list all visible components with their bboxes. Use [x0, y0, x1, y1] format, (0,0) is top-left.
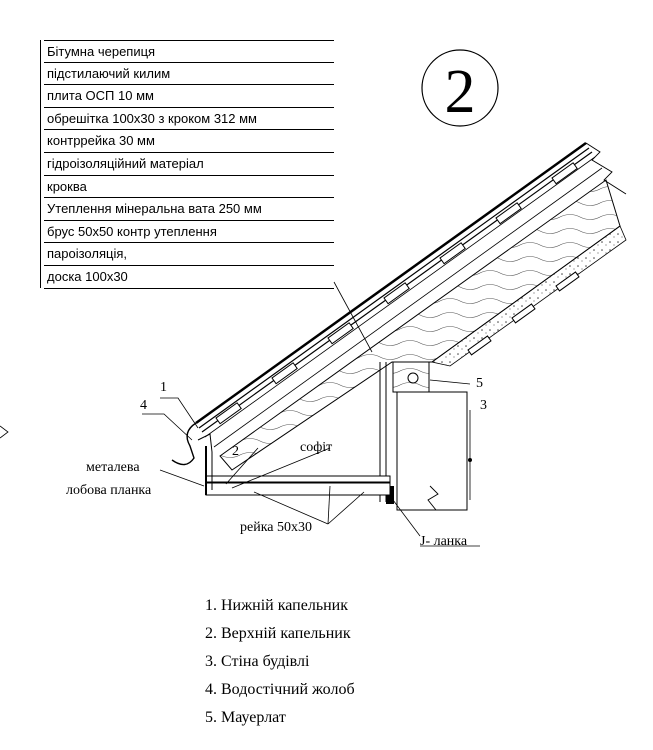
layer-row: брус 50х50 контр утеплення: [44, 221, 334, 244]
legend-item: 3. Стіна будівлі: [205, 653, 310, 670]
layers-table: Бітумна черепиця підстилаючий килим плит…: [44, 40, 334, 289]
layer-row: плита ОСП 10 мм: [44, 85, 334, 108]
callout-1: 1: [160, 380, 167, 395]
legend-item: 1. Нижній капельник: [205, 597, 349, 614]
callout-5: 5: [476, 376, 483, 391]
insulation-band: [431, 225, 627, 367]
roof-assembly: [195, 141, 627, 471]
shingle-layer: [195, 141, 587, 425]
soffit-assembly: [205, 446, 391, 496]
batten-bottom-line: [213, 167, 603, 448]
wall-marker-dot: [468, 458, 472, 462]
callout-3: 3: [480, 398, 487, 413]
legend-item: 5. Мауерлат: [205, 709, 286, 726]
building-wall: [396, 391, 468, 511]
soffit-label: софіт: [300, 440, 333, 455]
layer-row: Бітумна черепиця: [44, 40, 334, 63]
j-channel-label: J- ланка: [420, 534, 468, 549]
gutter: [171, 422, 197, 466]
fascia-label-line2: лобова планка: [66, 483, 152, 498]
drip-edge: [197, 433, 213, 453]
batten-top-line: [204, 156, 596, 438]
legend-item: 2. Верхній капельник: [205, 625, 351, 642]
layer-row: доска 100х30: [44, 266, 334, 289]
leader-lines: [142, 379, 480, 547]
counter-battens: [467, 271, 580, 356]
layer-row: гідроізоляційний матеріал: [44, 153, 334, 176]
detail-number: 2: [445, 58, 476, 126]
wall-break-line: [427, 485, 439, 511]
legend-item: 4. Водостічний жолоб: [205, 681, 355, 698]
detail-number-badge: 2: [421, 49, 499, 127]
callout-2: 2: [232, 444, 239, 459]
fascia-label-line1: металева: [86, 460, 140, 475]
layer-row: пароізоляція,: [44, 243, 334, 266]
layer-row: підстилаючий килим: [44, 63, 334, 86]
break-line: [585, 142, 627, 195]
underlay-layer: [198, 147, 590, 429]
legend: 1. Нижній капельник 2. Верхній капельник…: [205, 592, 355, 732]
wall-assembly: [379, 361, 468, 511]
mauerlat: [392, 361, 430, 393]
mauerlat-ring: [407, 372, 419, 384]
callout-4: 4: [140, 398, 147, 413]
layer-row: контррейка 30 мм: [44, 130, 334, 153]
edge-mark: [0, 425, 9, 439]
batten-blocks: [215, 162, 578, 425]
detail-circle: [421, 49, 499, 127]
soffit-board: [205, 475, 391, 483]
layers-table-border: [40, 40, 41, 288]
batten-label: рейка 50х30: [240, 520, 313, 535]
layer-row: обрешітка 100х30 з кроком 312 мм: [44, 108, 334, 131]
layer-row: кроква: [44, 176, 334, 199]
layer-row: Утеплення мінеральна вата 250 мм: [44, 198, 334, 221]
